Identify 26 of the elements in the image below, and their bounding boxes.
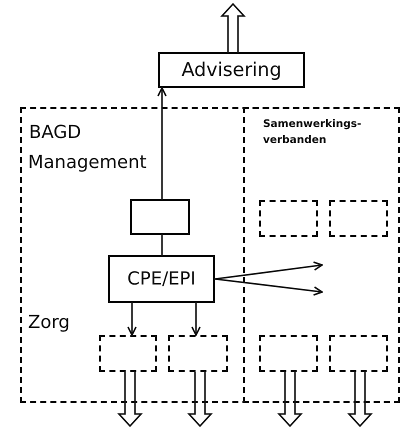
node-label: CPE/EPI [126, 268, 197, 290]
section-label: Management [28, 152, 147, 173]
dashed-box [168, 335, 228, 372]
section-label: Zorg [28, 312, 70, 333]
arrow [127, 303, 137, 336]
dashed-box [329, 200, 388, 237]
hollow-arrow [347, 371, 373, 427]
arrow [214, 261, 323, 280]
node-label: BAGD [29, 122, 82, 143]
hollow-arrow [220, 2, 246, 53]
arrow [214, 278, 323, 296]
hollow-arrow [117, 371, 143, 427]
empty-box [130, 199, 190, 235]
hollow-arrow [277, 371, 303, 427]
dashed-box [259, 200, 318, 237]
arrow [191, 303, 201, 336]
process-box [158, 52, 305, 88]
node-label: Advisering [180, 59, 283, 81]
dashed-box [99, 335, 157, 372]
dashed-box [259, 335, 318, 372]
node-label: Samenwerkings- verbanden [263, 117, 362, 148]
hollow-arrow [187, 371, 213, 427]
dashed-box [329, 335, 388, 372]
dashed-group-box [20, 107, 400, 403]
arrow [157, 87, 167, 199]
process-box [108, 255, 215, 303]
